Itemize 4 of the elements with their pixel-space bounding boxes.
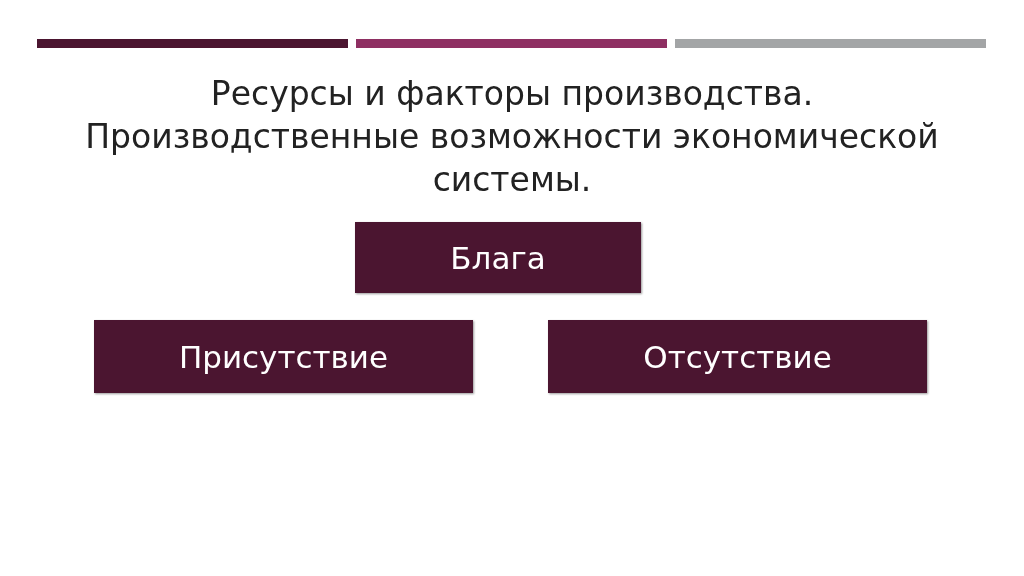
category-box: Блага [355,222,641,293]
category-box: Присутствие [94,320,473,393]
category-box: Отсутствие [548,320,927,393]
slide-title: Ресурсы и факторы производства. Производственные возможности экономической системы. [84,73,940,201]
